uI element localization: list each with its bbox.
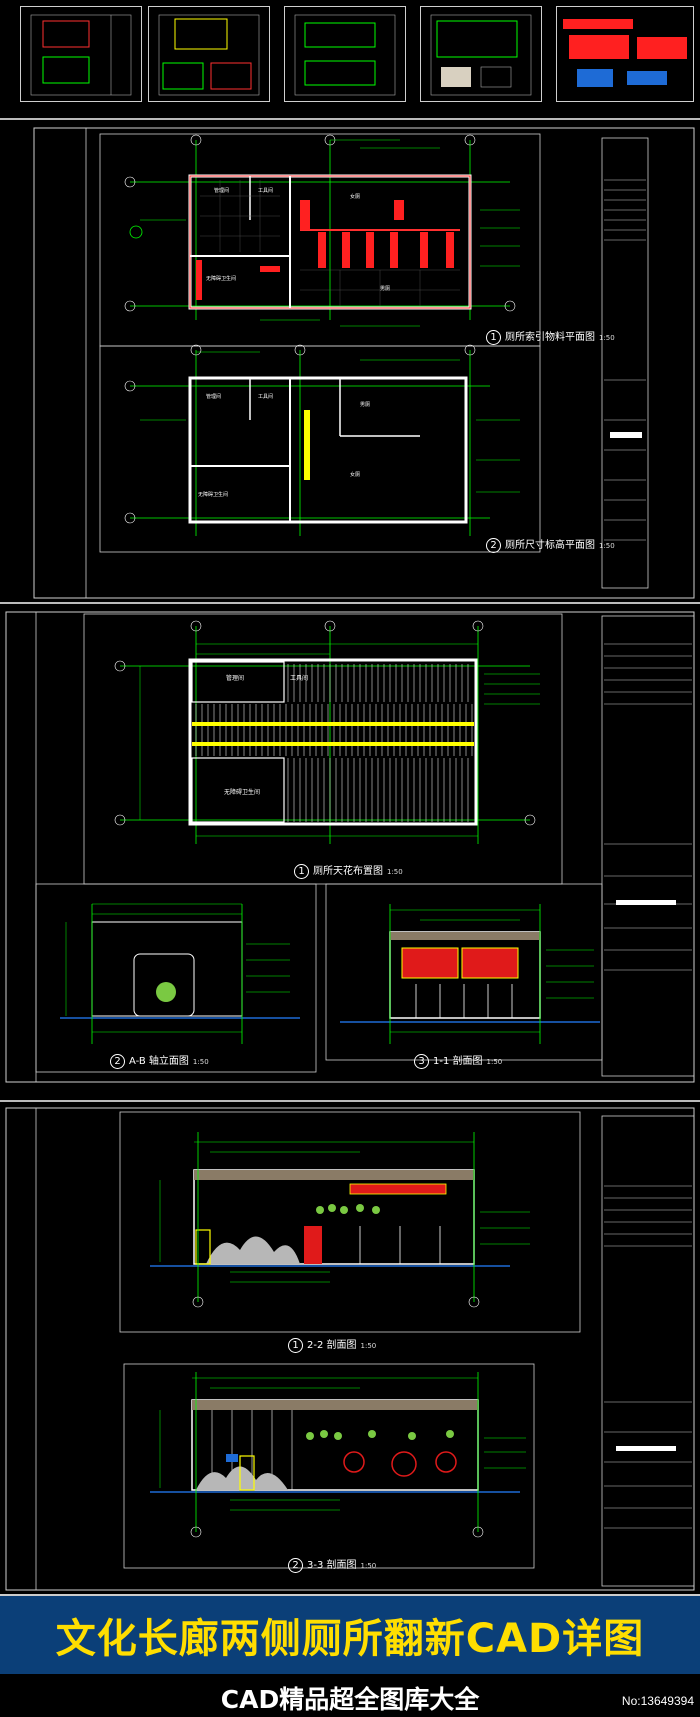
footer: CAD精品超全图库大全 No:13649394 (0, 1674, 700, 1717)
thumbnail-sheet-5[interactable] (556, 6, 694, 102)
svg-text:管理间: 管理间 (214, 187, 229, 194)
image-id: No:13649394 (621, 1694, 694, 1708)
thumbnail-sheet-3[interactable] (284, 6, 406, 102)
thumbnail-drawing-1 (30, 14, 132, 96)
svg-text:男厕: 男厕 (360, 402, 370, 408)
svg-text:管理间: 管理间 (206, 393, 221, 400)
sheet-2-drawing: 管理间 工具间 无障碍卫生间 (5, 611, 695, 1083)
svg-text:无障碍卫生间: 无障碍卫生间 (198, 491, 228, 498)
svg-text:工具间: 工具间 (258, 393, 273, 400)
thumbnail-drawing-5 (563, 19, 687, 87)
svg-text:男厕: 男厕 (380, 286, 390, 292)
svg-text:工具间: 工具间 (290, 674, 308, 682)
drawing-sheet-2: 管理间 工具间 无障碍卫生间 (0, 602, 700, 1086)
thumbnail-sheet-4[interactable] (420, 6, 542, 102)
thumbnail-sheet-2[interactable] (148, 6, 270, 102)
title-banner: 文化长廊两侧厕所翻新CAD详图 (0, 1594, 700, 1674)
svg-text:女厕: 女厕 (350, 193, 360, 200)
thumbnail-strip (0, 0, 700, 108)
footer-subtitle: CAD精品超全图库大全 (220, 1685, 480, 1714)
svg-text:女厕: 女厕 (350, 471, 360, 478)
drawing-sheet-1: 管理间工具间 无障碍卫生间女厕 男厕 管理间工具间 无障碍卫生间男厕 女厕 (0, 118, 700, 602)
svg-text:管理间: 管理间 (226, 674, 244, 682)
svg-text:工具间: 工具间 (258, 187, 273, 194)
thumbnail-drawing-3 (294, 14, 396, 96)
banner-title: 文化长廊两侧厕所翻新CAD详图 (55, 1616, 645, 1662)
thumbnail-sheet-1[interactable] (20, 6, 142, 102)
thumbnail-drawing-2 (158, 14, 260, 96)
svg-text:无障碍卫生间: 无障碍卫生间 (224, 788, 260, 796)
sheet-3-drawing (5, 1107, 695, 1591)
thumbnail-drawing-4 (430, 14, 532, 96)
svg-text:无障碍卫生间: 无障碍卫生间 (206, 275, 236, 282)
ceiling-grid (195, 664, 473, 822)
